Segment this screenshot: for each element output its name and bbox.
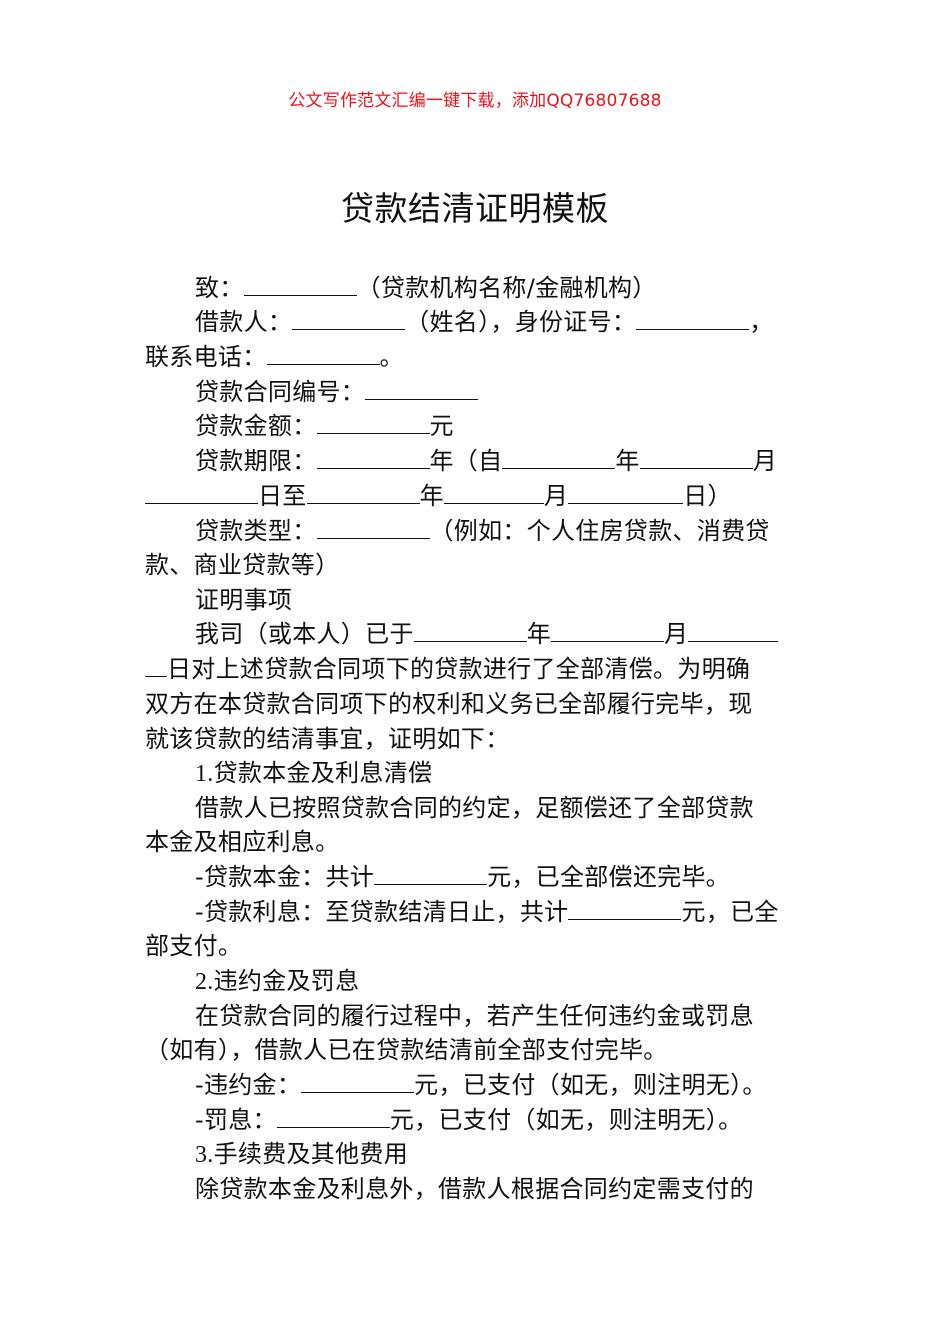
addressee-line: 致：（贷款机构名称/金融机构） xyxy=(195,273,657,302)
blank-institution[interactable] xyxy=(243,273,357,296)
loan-amount-line: 贷款金额：元 xyxy=(195,411,454,440)
principal-line: -贷款本金：共计元，已全部偿还完毕。 xyxy=(195,862,731,891)
blank-settle-day[interactable] xyxy=(688,619,779,642)
blank-liquidated-damages[interactable] xyxy=(301,1070,415,1093)
paragraph-line: 在贷款合同的履行过程中，若产生任何违约金或罚息 xyxy=(195,1002,754,1030)
document-title: 贷款结清证明模板 xyxy=(341,189,609,228)
watermark-banner: 公文写作范文汇编一键下载，添加QQ76807688 xyxy=(288,91,662,111)
blank-principal[interactable] xyxy=(374,862,488,885)
paragraph-line: 日对上述贷款合同项下的贷款进行了全部清偿。为明确 xyxy=(145,652,815,686)
section-heading-fees: 3.手续费及其他费用 xyxy=(195,1140,409,1168)
paragraph-line: 双方在本贷款合同项下的权利和义务已全部履行完毕，现 xyxy=(145,690,753,718)
blank-contract-number[interactable] xyxy=(365,377,479,400)
loan-term-line-2: 日至年月日） xyxy=(145,479,815,513)
section-heading-certification: 证明事项 xyxy=(195,586,293,614)
liquidated-damages-line: -违约金：元，已支付（如无，则注明无）。 xyxy=(195,1070,767,1099)
blank-end-year[interactable] xyxy=(306,481,420,504)
blank-start-month[interactable] xyxy=(639,446,753,469)
section-heading-principal-interest: 1.贷款本金及利息清偿 xyxy=(195,759,433,787)
paragraph-line: 本金及相应利息。 xyxy=(145,828,340,856)
loan-type-line-2: 款、商业贷款等） xyxy=(145,551,340,579)
blank-settle-day-cont[interactable] xyxy=(145,654,167,677)
blank-penalty-interest[interactable] xyxy=(276,1105,390,1128)
blank-borrower-name[interactable] xyxy=(292,307,406,330)
borrower-line: 借款人：（姓名），身份证号：， xyxy=(195,307,774,336)
section-heading-penalties: 2.违约金及罚息 xyxy=(195,967,360,995)
paragraph-line: 借款人已按照贷款合同的约定，足额偿还了全部贷款 xyxy=(195,794,754,822)
blank-end-month[interactable] xyxy=(443,481,544,504)
contract-number-line: 贷款合同编号： xyxy=(195,375,865,409)
blank-id-number[interactable] xyxy=(636,307,750,330)
blank-start-year[interactable] xyxy=(502,446,616,469)
blank-settle-year[interactable] xyxy=(413,619,527,642)
penalty-interest-line: -罚息：元，已支付（如无，则注明无）。 xyxy=(195,1105,743,1134)
interest-line: -贷款利息：至贷款结清日止，共计元，已全 xyxy=(195,897,779,926)
paragraph-line: 就该贷款的结清事宜，证明如下： xyxy=(145,725,510,753)
blank-term-years[interactable] xyxy=(316,446,430,469)
blank-settle-month[interactable] xyxy=(551,619,665,642)
blank-end-day[interactable] xyxy=(568,481,684,504)
blank-phone[interactable] xyxy=(266,342,380,365)
blank-start-day[interactable] xyxy=(145,481,258,504)
phone-line: 联系电话：。 xyxy=(145,342,404,371)
blank-interest[interactable] xyxy=(568,897,682,920)
paragraph-line: 部支付。 xyxy=(145,932,243,960)
paragraph-line: （如有），借款人已在贷款结清前全部支付完毕。 xyxy=(145,1036,668,1064)
settlement-date-line: 我司（或本人）已于年月 xyxy=(195,617,865,651)
blank-loan-type[interactable] xyxy=(316,516,430,539)
paragraph-line: 除贷款本金及利息外，借款人根据合同约定需支付的 xyxy=(195,1175,754,1203)
blank-loan-amount[interactable] xyxy=(316,411,430,434)
loan-type-line: 贷款类型：（例如：个人住房贷款、消费贷 xyxy=(195,516,770,545)
loan-term-line: 贷款期限：年（自年月 xyxy=(195,446,778,475)
